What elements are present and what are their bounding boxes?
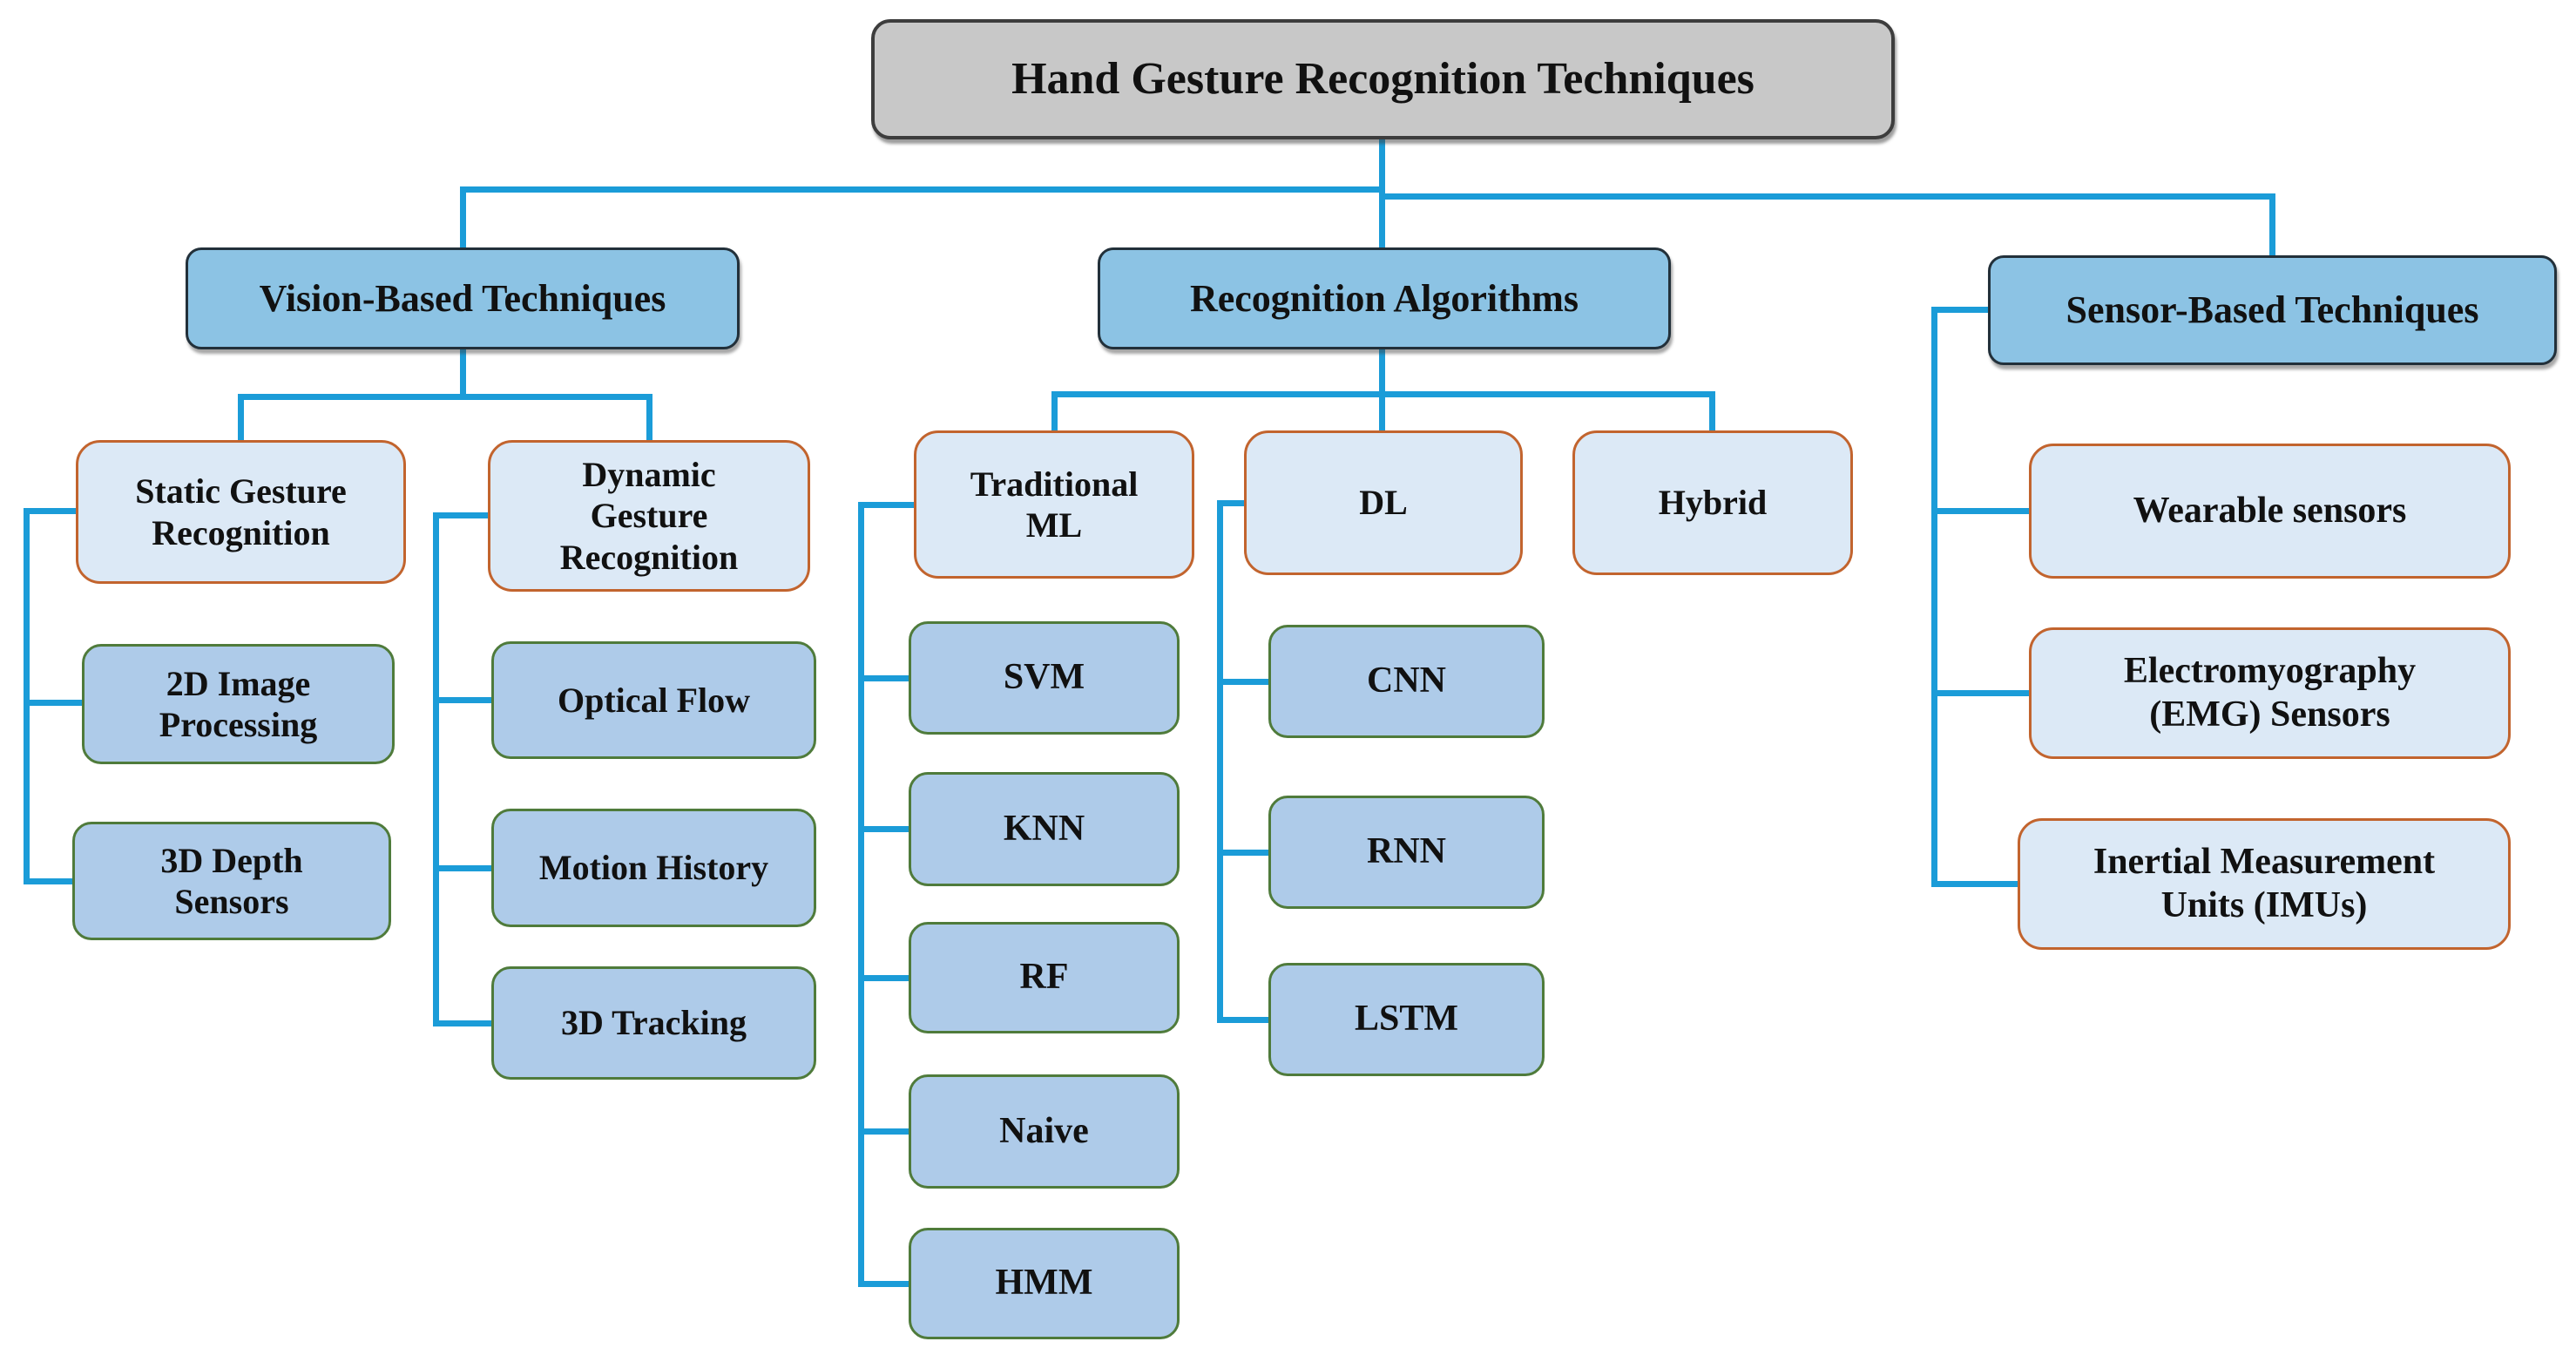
- node-rnn: RNN: [1268, 796, 1545, 909]
- node-vision-based-techniques: Vision-Based Techniques: [186, 247, 740, 349]
- node-hybrid: Hybrid: [1572, 430, 1853, 575]
- connector-stub-motion-history: [439, 865, 494, 871]
- connector-stub-emg: [1937, 690, 2032, 696]
- connector-stub-lstm: [1223, 1017, 1271, 1023]
- connector-stub-rf: [864, 975, 911, 981]
- connector-stub-knn: [864, 826, 911, 832]
- node-traditional-ml: Traditional ML: [914, 430, 1194, 579]
- node-2d-image-processing: 2D Image Processing: [82, 644, 395, 764]
- connector-stub-dl: [1217, 500, 1246, 506]
- connector-traditional-ml-bracket: [858, 502, 864, 1287]
- connector-stub-wearable: [1937, 508, 2032, 514]
- connector-stub-static: [30, 508, 80, 514]
- connector-stub-optical-flow: [439, 697, 494, 703]
- node-sensor-based-techniques: Sensor-Based Techniques: [1988, 255, 2557, 365]
- connector-stub-svm: [864, 675, 911, 681]
- node-motion-history: Motion History: [491, 809, 816, 927]
- node-static-gesture-recognition: Static Gesture Recognition: [76, 440, 406, 584]
- connector-dl-bracket: [1217, 500, 1223, 1023]
- connector-vision-split: [238, 394, 652, 400]
- node-recognition-algorithms: Recognition Algorithms: [1098, 247, 1671, 349]
- connector-stub-cnn: [1223, 679, 1271, 685]
- node-3d-tracking: 3D Tracking: [491, 966, 816, 1080]
- node-dynamic-gesture-recognition: Dynamic Gesture Recognition: [488, 440, 810, 592]
- node-dl: DL: [1244, 430, 1523, 575]
- connector-stub-2d-image: [30, 700, 86, 706]
- node-svm: SVM: [909, 621, 1180, 735]
- node-wearable-sensors: Wearable sensors: [2029, 444, 2511, 579]
- connector-drop-traditional-ml: [1051, 391, 1058, 433]
- node-cnn: CNN: [1268, 625, 1545, 738]
- connector-stub-naive: [864, 1128, 911, 1135]
- connector-split-right: [1379, 193, 2275, 200]
- connector-stub-sensor: [1931, 307, 1991, 313]
- connector-drop-static: [238, 394, 244, 443]
- connector-stub-3d-depth: [30, 878, 77, 884]
- connector-drop-hybrid: [1709, 391, 1715, 433]
- node-hmm: HMM: [909, 1228, 1180, 1339]
- connector-sensor-bracket: [1931, 307, 1937, 887]
- connector-static-bracket: [24, 508, 30, 884]
- connector-drop-dynamic: [646, 394, 652, 443]
- node-naive: Naive: [909, 1074, 1180, 1189]
- node-3d-depth-sensors: 3D Depth Sensors: [72, 822, 391, 940]
- connector-vision-stem: [460, 347, 466, 400]
- connector-algorithms-stem: [1379, 347, 1385, 397]
- node-root-title: Hand Gesture Recognition Techniques: [871, 19, 1895, 139]
- connector-dynamic-bracket: [433, 512, 439, 1026]
- connector-drop-dl: [1379, 391, 1385, 433]
- node-rf: RF: [909, 922, 1180, 1033]
- node-knn: KNN: [909, 772, 1180, 886]
- connector-stub-dynamic: [439, 512, 490, 518]
- connector-stub-hmm: [864, 1281, 911, 1287]
- connector-split-left: [460, 186, 1385, 193]
- connector-drop-vision: [460, 186, 466, 249]
- connector-stub-traditional-ml: [858, 502, 916, 508]
- node-lstm: LSTM: [1268, 963, 1545, 1076]
- connector-drop-sensor: [2269, 193, 2275, 257]
- node-imu: Inertial Measurement Units (IMUs): [2018, 818, 2511, 950]
- node-emg-sensors: Electromyography (EMG) Sensors: [2029, 627, 2511, 759]
- connector-stub-3d-tracking: [439, 1020, 494, 1026]
- connector-stub-imu: [1937, 881, 2020, 887]
- node-optical-flow: Optical Flow: [491, 641, 816, 759]
- connector-stub-rnn: [1223, 850, 1271, 856]
